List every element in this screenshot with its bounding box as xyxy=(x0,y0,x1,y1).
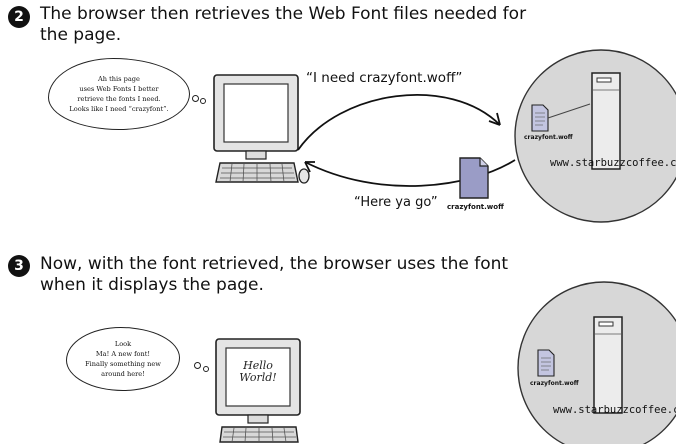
thought-dot xyxy=(194,362,201,369)
thought-line: uses Web Fonts I better xyxy=(79,85,159,93)
thought-dot xyxy=(192,95,199,102)
computer-icon xyxy=(215,338,301,443)
screen-line-2: World! xyxy=(239,371,277,384)
step-3-description: Now, with the font retrieved, the browse… xyxy=(40,254,508,296)
screen-line-1: Hello xyxy=(243,359,273,372)
step-3-line-1: Now, with the font retrieved, the browse… xyxy=(40,254,509,274)
step-2-line-2: the page. xyxy=(40,25,122,45)
server-tower-icon xyxy=(593,316,623,414)
server-file-icon xyxy=(537,349,555,377)
screen-hello-text: Hello World! xyxy=(232,360,284,384)
response-label: “Here ya go” xyxy=(354,195,438,210)
thought-line: retrieve the fonts I need. xyxy=(77,95,161,103)
thought-dot xyxy=(203,366,209,372)
step-2-description: The browser then retrieves the Web Font … xyxy=(40,4,526,46)
step-3-badge: 3 xyxy=(8,255,30,277)
step-2-badge: 2 xyxy=(8,6,30,28)
step-2-line-1: The browser then retrieves the Web Font … xyxy=(40,4,527,24)
thought-line: Finally something new xyxy=(85,360,161,368)
step-2-thought-bubble: Ah this page uses Web Fonts I better ret… xyxy=(48,58,190,130)
thought-line: Ma! A new font! xyxy=(95,350,151,358)
server-tower-icon xyxy=(591,72,621,170)
server-file-icon xyxy=(531,104,549,132)
font-file-label: crazyfont.woff xyxy=(447,203,504,211)
server-url: www.starbuzzcoffee.com xyxy=(550,157,676,169)
thought-line: around here! xyxy=(101,370,145,378)
server-file-label: crazyfont.woff xyxy=(524,134,573,141)
thought-line: Look xyxy=(114,340,132,348)
server-file-label: crazyfont.woff xyxy=(530,380,579,387)
step-3-line-2: when it displays the page. xyxy=(40,275,264,295)
thought-line: Ah this page xyxy=(98,75,140,83)
thought-dot xyxy=(200,98,206,104)
font-file-icon xyxy=(459,157,489,199)
thought-line: Looks like I need “crazyfont”. xyxy=(69,105,169,113)
computer-icon xyxy=(213,74,310,184)
step-3-thought-bubble: Look Ma! A new font! Finally something n… xyxy=(66,327,180,391)
request-label: “I need crazyfont.woff” xyxy=(306,70,463,86)
server-url: www.starbuzzcoffee.com xyxy=(553,404,676,416)
